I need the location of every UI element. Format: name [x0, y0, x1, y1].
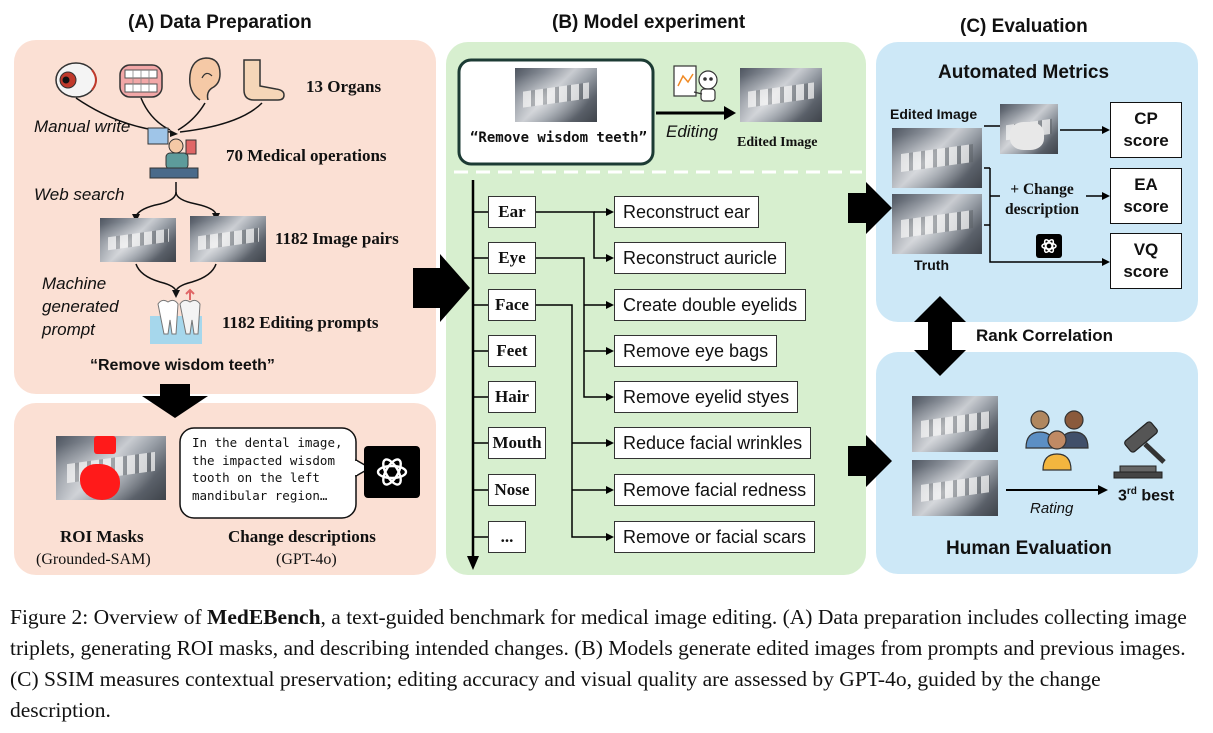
example-prompt: “Remove wisdom teeth”	[90, 357, 275, 374]
gavel-icon	[1113, 421, 1166, 479]
third-number: 3	[1118, 487, 1127, 505]
input-xray-image	[515, 68, 597, 122]
doctor-icon	[147, 127, 199, 179]
edited-xray-image	[740, 68, 822, 122]
operation-facial-wrinkles: Reduce facial wrinkles	[614, 427, 812, 459]
operation-eye-bags: Remove eye bags	[614, 335, 778, 367]
teeth-icon	[119, 64, 163, 98]
third-rest: best	[1136, 487, 1175, 505]
third-best-label: 3rd best	[1118, 486, 1174, 505]
ea-label: EA	[1134, 175, 1158, 194]
third-suffix: rd	[1126, 486, 1137, 497]
pairs-count-label: 1182 Image pairs	[275, 229, 399, 248]
image-pair-before	[100, 218, 176, 262]
operations-count-label: 70 Medical operations	[226, 146, 387, 165]
c-truth-image	[892, 194, 982, 254]
machine-line-3: prompt	[42, 320, 95, 339]
change-description-input: + Change description	[998, 180, 1086, 220]
caption-rest: , a text-guided benchmark for medical im…	[10, 605, 1187, 722]
human-evaluation-title: Human Evaluation	[946, 538, 1112, 559]
ea-score-box: EA score	[1110, 168, 1182, 224]
operation-facial-redness: Remove facial redness	[614, 474, 816, 506]
caption-prefix: Figure 2: Overview of	[10, 605, 208, 629]
automated-metrics-title: Automated Metrics	[938, 62, 1110, 83]
mask-blob	[1010, 122, 1044, 150]
eye-icon	[55, 62, 97, 98]
robot-painter-icon	[673, 65, 718, 102]
operation-reconstruct-ear: Reconstruct ear	[614, 196, 760, 228]
web-search-label: Web search	[34, 185, 125, 204]
organ-more: ...	[488, 521, 526, 553]
model-prompt: “Remove wisdom teeth”	[470, 130, 648, 146]
roi-mask-small	[94, 436, 116, 454]
operation-reconstruct-auricle: Reconstruct auricle	[614, 242, 787, 274]
rank-correlation-label: Rank Correlation	[976, 326, 1113, 345]
section-a-title: (A) Data Preparation	[128, 12, 312, 33]
change-desc-line-1: + Change	[1010, 181, 1074, 198]
manual-write-label: Manual write	[34, 117, 131, 136]
c-edited-image-label: Edited Image	[890, 106, 978, 122]
change-desc-line-2: description	[1004, 201, 1080, 218]
cp-label: CP	[1134, 109, 1158, 128]
edited-image-label: Edited Image	[737, 135, 818, 150]
section-b-title: (B) Model experiment	[552, 12, 746, 33]
vq-score-word: score	[1123, 262, 1169, 281]
operation-eyelid-styes: Remove eyelid styes	[614, 381, 799, 413]
prompts-count-label: 1182 Editing prompts	[222, 313, 379, 332]
tooth-icon	[150, 288, 202, 344]
operation-facial-scars: Remove or facial scars	[614, 521, 816, 553]
organs-count-label: 13 Organs	[306, 77, 382, 96]
cp-score-word: score	[1123, 131, 1169, 150]
roi-masks-label: ROI Masks	[60, 527, 144, 546]
roi-mask-large	[80, 464, 120, 500]
roi-masks-sub: (Grounded-SAM)	[36, 551, 151, 568]
machine-generated-label: Machine generated prompt	[42, 272, 119, 341]
foot-icon	[243, 59, 285, 101]
machine-line-2: generated	[42, 297, 119, 316]
ear-icon	[188, 57, 221, 101]
organ-face: Face	[488, 289, 536, 321]
change-description-bubble: In the dental image, the impacted wisdom…	[192, 435, 343, 503]
human-eval-image-2	[912, 460, 998, 516]
c-edited-image	[892, 128, 982, 188]
editing-label: Editing	[666, 122, 718, 141]
rating-label: Rating	[1030, 500, 1074, 517]
ea-score-word: score	[1123, 197, 1169, 216]
organ-mouth: Mouth	[488, 427, 546, 459]
organ-hair: Hair	[488, 381, 536, 413]
vq-label: VQ	[1133, 240, 1159, 259]
organ-nose: Nose	[488, 474, 536, 506]
section-c-title: (C) Evaluation	[960, 16, 1088, 37]
cp-score-box: CP score	[1110, 102, 1182, 158]
machine-line-1: Machine	[42, 274, 107, 293]
caption-bold: MedEBench	[207, 605, 321, 629]
change-descriptions-label: Change descriptions	[228, 527, 376, 546]
change-descriptions-sub: (GPT-4o)	[276, 551, 337, 568]
human-eval-image-1	[912, 396, 998, 452]
figure-caption: Figure 2: Overview of MedEBench, a text-…	[10, 602, 1205, 726]
truth-label: Truth	[914, 257, 949, 273]
organ-feet: Feet	[488, 335, 536, 367]
organ-ear: Ear	[488, 196, 536, 228]
organ-eye: Eye	[488, 242, 536, 274]
image-pair-after	[190, 216, 266, 262]
people-rating-icon	[1025, 410, 1089, 471]
operation-double-eyelids: Create double eyelids	[614, 289, 807, 321]
vq-score-box: VQ score	[1110, 233, 1182, 289]
